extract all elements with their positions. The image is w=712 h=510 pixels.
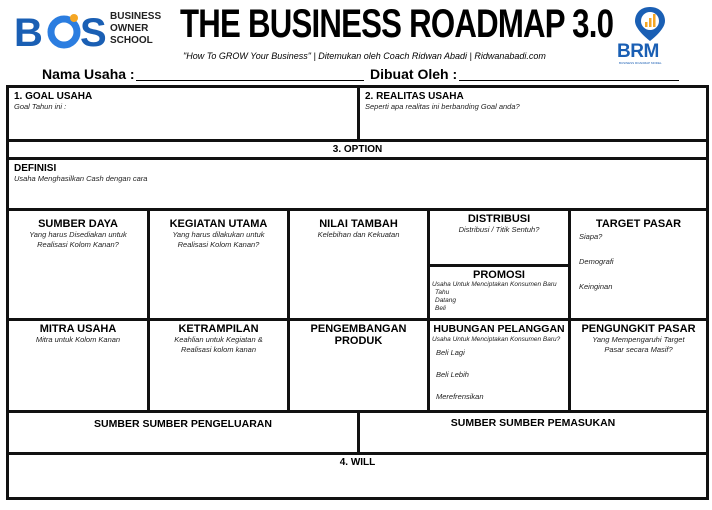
bos-logo-line: BUSINESS (110, 11, 162, 22)
mitra-usaha-box[interactable]: MITRA USAHA Mitra untuk Kolom Kanan (6, 318, 150, 413)
page-title: THE BUSINESS ROADMAP 3.0 (180, 2, 614, 46)
sumber-daya-box[interactable]: SUMBER DAYA Yang harus Disediakan untuk … (6, 208, 150, 321)
svg-text:B: B (14, 11, 42, 52)
will-title: 4. WILL (339, 457, 376, 468)
target-pasar-item: Demografi (579, 257, 614, 266)
realitas-usaha-hint: Seperti apa realitas ini berbanding Goal… (365, 102, 520, 111)
promosi-item: Tahu (435, 289, 450, 296)
dibuat-oleh-label: Dibuat Oleh : (370, 66, 458, 82)
distribusi-title: DISTRIBUSI (467, 213, 531, 225)
brm-logo-mark: BRM (617, 41, 659, 62)
ketrampilan-box[interactable]: KETRAMPILAN Keahlian untuk Kegiatan & Re… (147, 318, 290, 413)
target-pasar-item: Keinginan (579, 282, 613, 291)
map-pin-chart-icon (635, 7, 665, 41)
nilai-tambah-hint: Kelebihan dan Kekuatan (317, 230, 400, 239)
sumber-pemasukan-title: SUMBER SUMBER PEMASUKAN (450, 417, 616, 429)
nilai-tambah-box[interactable]: NILAI TAMBAH Kelebihan dan Kekuatan (287, 208, 430, 321)
definisi-title: DEFINISI (14, 163, 57, 174)
svg-text:S: S (80, 11, 107, 52)
sumber-pemasukan-box[interactable]: SUMBER SUMBER PEMASUKAN (357, 410, 709, 455)
realitas-usaha-box[interactable]: 2. REALITAS USAHA Seperti apa realitas i… (357, 85, 709, 142)
kegiatan-utama-title: KEGIATAN UTAMA (169, 218, 268, 230)
kegiatan-utama-box[interactable]: KEGIATAN UTAMA Yang harus dilakukan untu… (147, 208, 290, 321)
promosi-item: Beli (435, 305, 446, 312)
bos-logo: B S BUSINESS OWNER SCHOOL (14, 8, 174, 55)
nilai-tambah-title: NILAI TAMBAH (319, 218, 398, 230)
bos-logo-line: OWNER (110, 23, 149, 34)
hubungan-pelanggan-title: HUBUNGAN PELANGGAN (433, 323, 565, 335)
hubungan-pelanggan-item: Merefrensikan (436, 392, 484, 401)
distribusi-hint: Distribusi / Titik Sentuh? (458, 225, 540, 234)
will-box[interactable]: 4. WILL (6, 452, 709, 500)
dibuat-oleh-input[interactable] (459, 66, 679, 81)
mitra-usaha-title: MITRA USAHA (39, 323, 117, 335)
target-pasar-title: TARGET PASAR (595, 218, 682, 230)
sumber-daya-title: SUMBER DAYA (38, 218, 118, 230)
promosi-item: Datang (435, 297, 456, 304)
brm-logo: BRM BUSINESS ROADMAP MODEL (615, 5, 685, 65)
pengungkit-pasar-hint: Yang Mempengaruhi Target Pasar secara Ma… (592, 335, 685, 354)
nama-usaha-label: Nama Usaha : (42, 66, 135, 82)
page-subtitle: "How To GROW Your Business" | Ditemukan … (183, 51, 546, 61)
target-pasar-item: Siapa? (579, 232, 603, 241)
hubungan-pelanggan-item: Beli Lebih (436, 370, 469, 379)
nama-usaha-input[interactable] (136, 66, 364, 81)
pengungkit-pasar-box[interactable]: PENGUNGKIT PASAR Yang Mempengaruhi Targe… (568, 318, 709, 413)
goal-usaha-hint: Goal Tahun ini : (14, 102, 67, 111)
promosi-box[interactable]: PROMOSI Usaha Untuk Menciptakan Konsumen… (427, 264, 571, 321)
goal-usaha-box[interactable]: 1. GOAL USAHA Goal Tahun ini : (6, 85, 360, 142)
pengembangan-produk-box[interactable]: PENGEMBANGAN PRODUK (287, 318, 430, 413)
sumber-pengeluaran-title: SUMBER SUMBER PENGELUARAN (94, 418, 272, 430)
bos-logo-mark: B S (14, 11, 107, 55)
promosi-title: PROMOSI (473, 269, 525, 281)
hubungan-pelanggan-hint: Usaha Untuk Menciptakan Konsumen Baru? (432, 336, 561, 343)
option-title: 3. OPTION (332, 144, 383, 155)
hubungan-pelanggan-item: Beli Lagi (436, 348, 465, 357)
hubungan-pelanggan-box[interactable]: HUBUNGAN PELANGGAN Usaha Untuk Menciptak… (427, 318, 571, 413)
sumber-pengeluaran-box[interactable]: SUMBER SUMBER PENGELUARAN (6, 410, 360, 455)
realitas-usaha-title: 2. REALITAS USAHA (365, 91, 464, 102)
distribusi-box[interactable]: DISTRIBUSI Distribusi / Titik Sentuh? (427, 208, 571, 267)
goal-usaha-title: 1. GOAL USAHA (14, 91, 93, 102)
pengungkit-pasar-title: PENGUNGKIT PASAR (581, 323, 696, 335)
sumber-daya-hint: Yang harus Disediakan untuk Realisasi Ko… (29, 230, 127, 249)
definisi-hint: Usaha Menghasilkan Cash dengan cara (14, 174, 148, 183)
definisi-box[interactable]: DEFINISI Usaha Menghasilkan Cash dengan … (6, 157, 709, 211)
promosi-hint: Usaha Untuk Menciptakan Konsumen Baru (432, 281, 557, 288)
ketrampilan-title: KETRAMPILAN (178, 323, 259, 335)
kegiatan-utama-hint: Yang harus dilakukan untuk Realisasi Kol… (172, 230, 265, 249)
pengembangan-produk-title: PENGEMBANGAN PRODUK (310, 323, 407, 347)
bos-logo-line: SCHOOL (110, 35, 153, 46)
target-pasar-box[interactable]: TARGET PASAR Siapa? Demografi Keinginan (568, 208, 709, 321)
mitra-usaha-hint: Mitra untuk Kolom Kanan (35, 335, 121, 344)
ketrampilan-hint: Keahlian untuk Kegiatan & Realisasi kolo… (174, 335, 263, 354)
brm-logo-tagline: BUSINESS ROADMAP MODEL (619, 61, 662, 65)
